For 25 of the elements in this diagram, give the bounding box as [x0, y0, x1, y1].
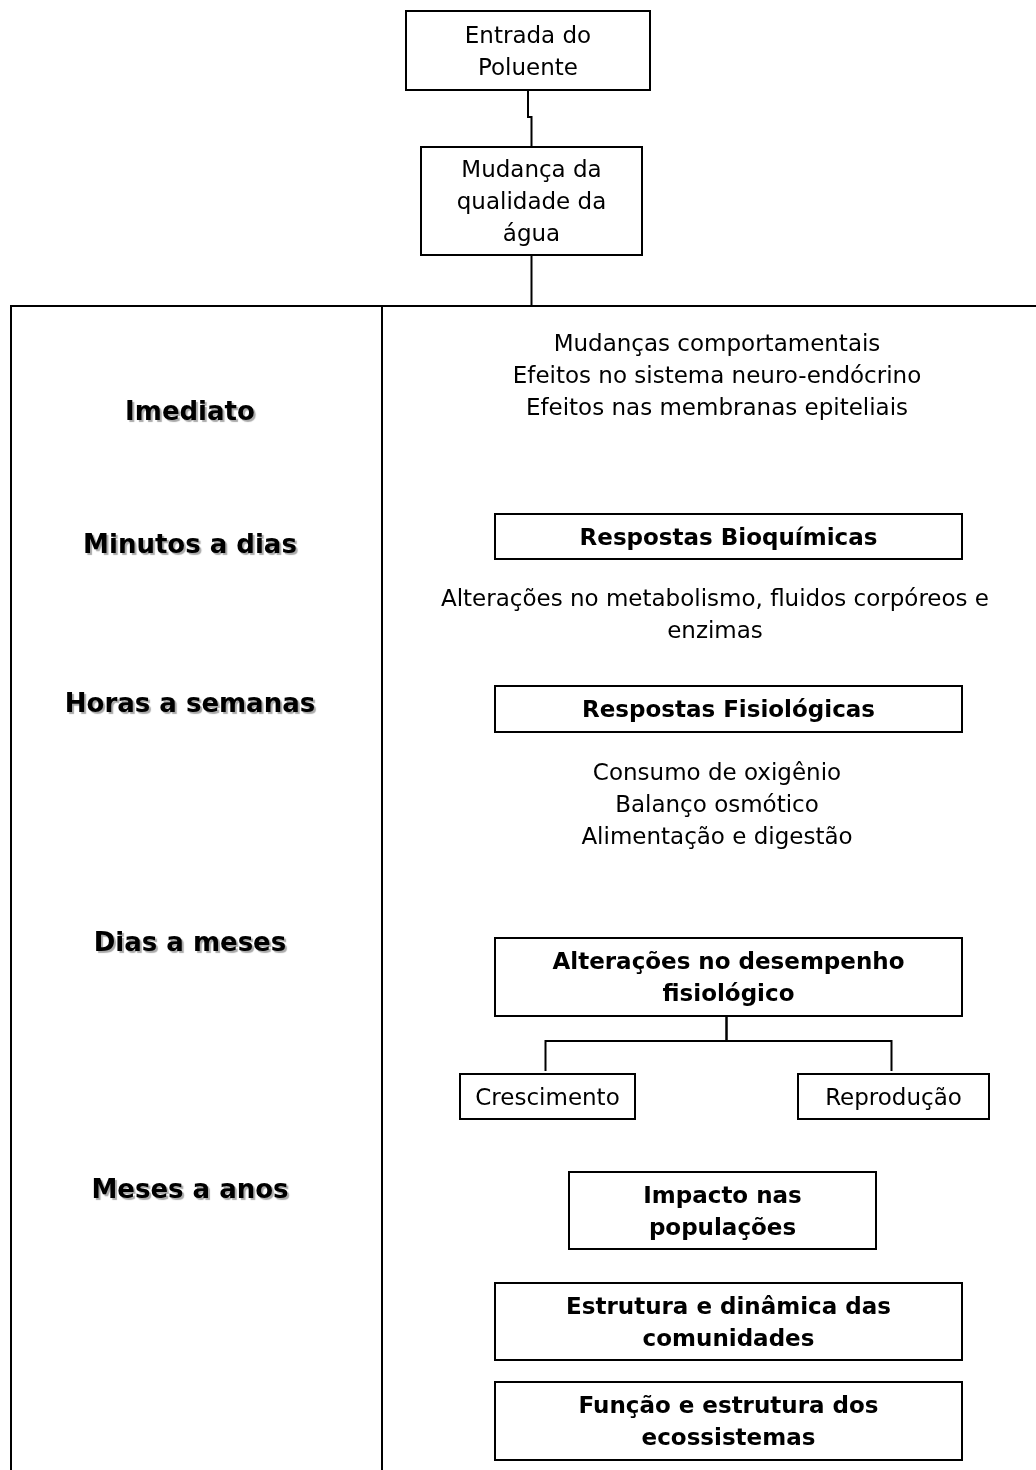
process-box: Respostas Fisiológicas: [494, 685, 963, 733]
time-scale-label: Meses a anos: [90, 1173, 290, 1206]
time-scale-label: Dias a meses: [92, 926, 288, 959]
effect-text: Alterações no metabolismo, fluidos corpóreos e enzimas: [439, 584, 990, 645]
effect-text: Consumo de oxigênio: [591, 758, 843, 787]
effect-text: Mudanças comportamentais: [552, 329, 882, 358]
connector-line: [530, 255, 533, 306]
time-scale-label: Imediato: [124, 395, 256, 428]
time-scale-label: Horas a semanas: [63, 687, 317, 720]
process-box: Impacto nas populações: [568, 1171, 877, 1250]
effect-text: Efeitos no sistema neuro-endócrino: [511, 361, 923, 390]
process-box: Crescimento: [459, 1073, 636, 1120]
process-box: Reprodução: [797, 1073, 990, 1120]
process-box: Alterações no desempenho fisiológico: [494, 937, 963, 1017]
process-box: Respostas Bioquímicas: [494, 513, 963, 560]
process-box: Função e estrutura dos ecossistemas: [494, 1381, 963, 1461]
connector-line: [527, 90, 533, 147]
process-box: Mudança da qualidade da água: [420, 146, 643, 256]
effect-text: Balanço osmótico: [614, 790, 820, 819]
effect-text: Alimentação e digestão: [580, 822, 854, 851]
process-box: Entrada do Poluente: [405, 10, 651, 91]
effect-text: Efeitos nas membranas epiteliais: [524, 393, 910, 422]
process-box: Estrutura e dinâmica das comunidades: [494, 1282, 963, 1361]
time-scale-label: Minutos a dias: [82, 528, 298, 561]
table-frame: [10, 305, 1036, 1470]
